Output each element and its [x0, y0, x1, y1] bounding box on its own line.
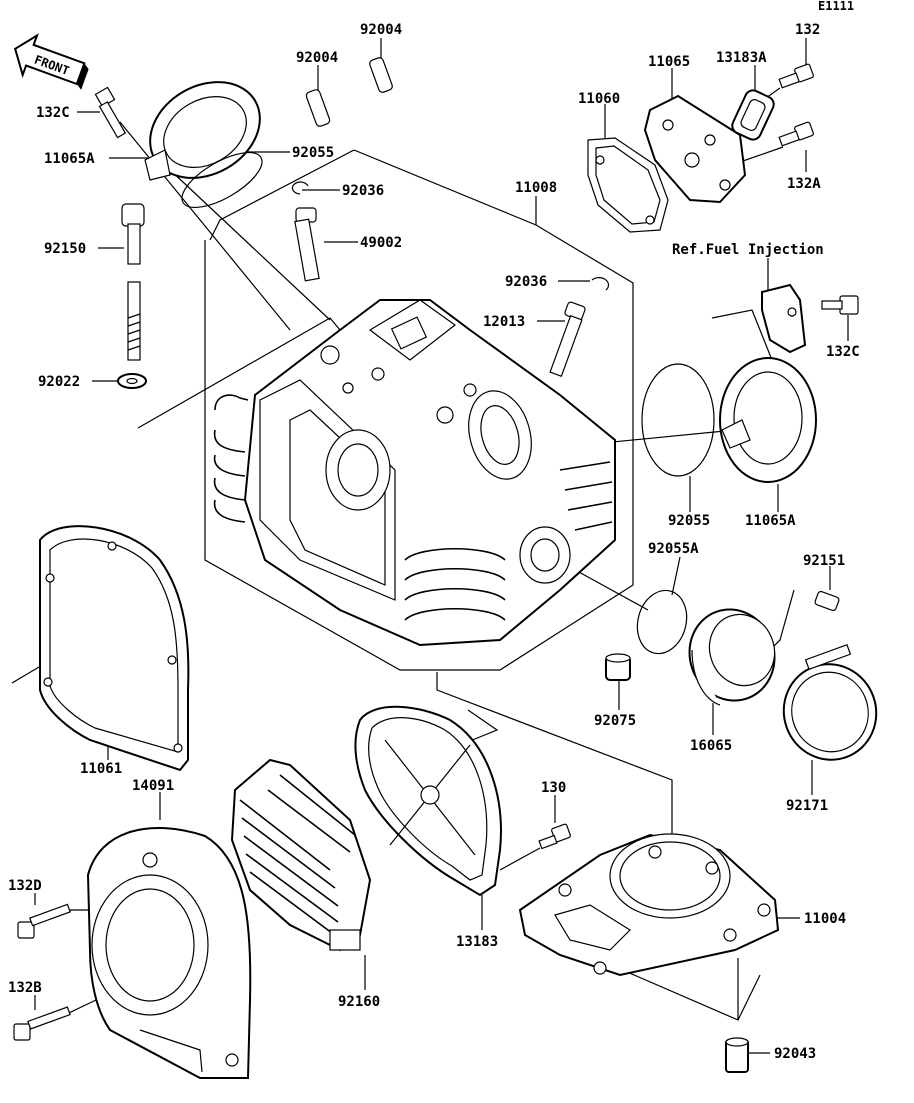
label-130: 130: [541, 780, 566, 796]
label-92151: 92151: [803, 553, 845, 569]
gasket-13183: [354, 705, 502, 897]
label-13183A: 13183A: [716, 50, 767, 66]
label-92055-right: 92055: [668, 513, 710, 529]
fuel-injection-bracket: [761, 283, 807, 354]
label-92004-upper: 92004: [360, 22, 402, 38]
label-132D: 132D: [8, 878, 42, 894]
label-92171: 92171: [786, 798, 828, 814]
bolt-132C-right: [821, 295, 859, 315]
cap-92075: [605, 653, 631, 681]
fins-92160: [230, 758, 372, 952]
label-92036-top: 92036: [342, 183, 384, 199]
dowel-92043: [725, 1037, 749, 1073]
bolt-132C-top: [94, 86, 127, 139]
bolt-132A: [778, 121, 814, 147]
label-11065: 11065: [648, 54, 690, 70]
gasket-13183A: [731, 89, 775, 141]
washer-92022: [117, 373, 147, 389]
label-11004: 11004: [804, 911, 846, 927]
stud-92004-upper: [369, 57, 393, 93]
note-ref-fuel-injection: Ref.Fuel Injection: [672, 242, 824, 258]
holder-16065: [688, 608, 776, 706]
circlip-92036-mid: [591, 277, 610, 291]
label-92160: 92160: [338, 994, 380, 1010]
stud-92004-lower: [305, 89, 331, 127]
bolt-132: [778, 63, 814, 89]
label-13183: 13183: [456, 934, 498, 950]
cylinder-head-11008: [243, 299, 616, 647]
label-14091: 14091: [132, 778, 174, 794]
label-12013: 12013: [483, 314, 525, 330]
valve-guide-49002: [294, 207, 320, 282]
label-11060: 11060: [578, 91, 620, 107]
label-11061: 11061: [80, 761, 122, 777]
label-132B: 132B: [8, 980, 42, 996]
front-arrow-icon: FRONT: [13, 33, 89, 90]
screw-130: [538, 823, 571, 850]
label-11008: 11008: [515, 180, 557, 196]
gasket-11004: [518, 833, 780, 977]
cover-11065A-top: [144, 81, 261, 181]
o-ring-92055-top: [181, 152, 263, 208]
label-92075: 92075: [594, 713, 636, 729]
cover-11065A-right: [719, 357, 817, 483]
valve-guide-12013: [549, 301, 586, 378]
label-92036-mid: 92036: [505, 274, 547, 290]
plate-11065: [643, 94, 747, 204]
label-132C-right: 132C: [826, 344, 860, 360]
label-11065A-right: 11065A: [745, 513, 796, 529]
bolt-132B: [13, 1006, 71, 1041]
gasket-11061: [39, 525, 190, 772]
label-92055-top: 92055: [292, 145, 334, 161]
gasket-11060: [587, 137, 669, 233]
o-ring-92055A: [636, 589, 688, 655]
label-92022: 92022: [38, 374, 80, 390]
screw-92151: [814, 590, 840, 612]
label-16065: 16065: [690, 738, 732, 754]
label-49002: 49002: [360, 235, 402, 251]
bolt-92150: [121, 203, 145, 361]
circlip-92036-top: [291, 181, 309, 195]
o-ring-92055-right: [641, 363, 715, 477]
part-labels: 92004 92004 132C 11065A 92055 92036 1100…: [8, 22, 860, 1062]
label-132C-top: 132C: [36, 105, 70, 121]
cover-14091: [86, 826, 252, 1079]
label-92004-lower: 92004: [296, 50, 338, 66]
bolt-132D: [17, 903, 71, 939]
diagram-code: E1111: [818, 0, 854, 13]
label-11065A-top: 11065A: [44, 151, 95, 167]
label-132: 132: [795, 22, 820, 38]
label-92055A: 92055A: [648, 541, 699, 557]
cylinder-head-fins: [213, 394, 613, 621]
clamp-92171: [782, 644, 878, 761]
label-92043: 92043: [774, 1046, 816, 1062]
label-92150: 92150: [44, 241, 86, 257]
label-132A: 132A: [787, 176, 821, 192]
